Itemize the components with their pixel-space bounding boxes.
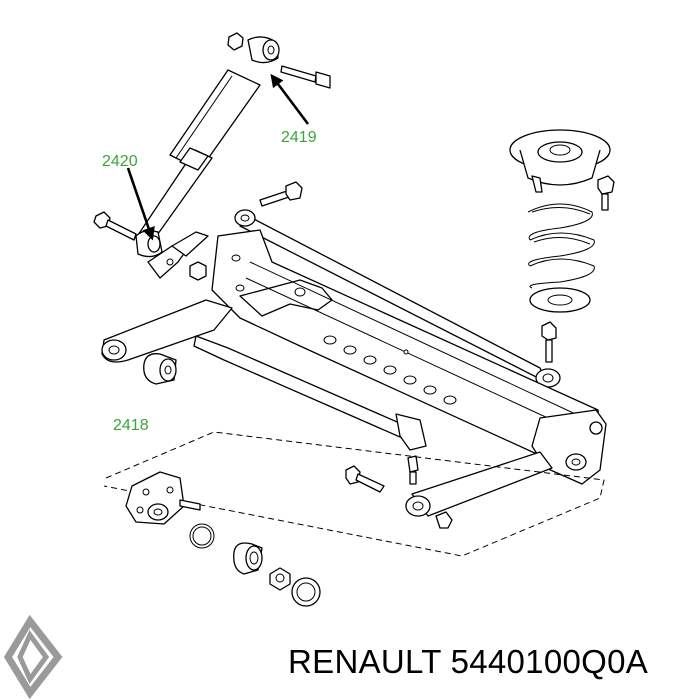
callout-arrows: [126, 73, 310, 241]
brand-name: RENAULT: [288, 643, 442, 680]
arrow-2419: [270, 73, 310, 125]
part-caption: RENAULT 5440100Q0A: [288, 643, 648, 681]
callout-label-2420: 2420: [102, 153, 138, 170]
torsion-beam-axle: [101, 181, 607, 529]
callout-label-2419: 2419: [281, 129, 317, 146]
part-number: 5440100Q0A: [450, 643, 649, 680]
shock-absorber: [93, 32, 331, 281]
coil-spring-assembly: [509, 129, 615, 363]
arrow-2420: [126, 167, 155, 241]
renault-logo-icon: [3, 615, 63, 700]
bushing-2418: [143, 353, 177, 385]
callout-label-2418: 2418: [113, 417, 149, 434]
hub-bearing-kit: [125, 471, 321, 607]
